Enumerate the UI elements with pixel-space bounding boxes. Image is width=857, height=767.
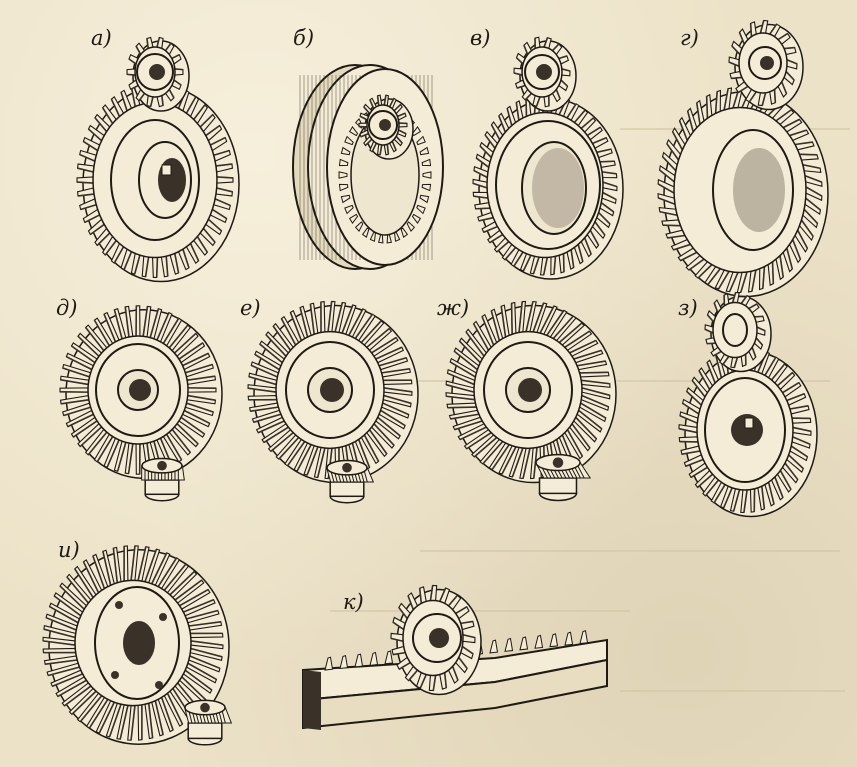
straight-bevel-gear-pair-illustration bbox=[50, 290, 230, 520]
rack-tooth bbox=[324, 656, 334, 671]
skew-bevel-pinion bbox=[326, 459, 375, 504]
label-d: д) bbox=[56, 296, 78, 320]
rack-tooth bbox=[534, 634, 544, 649]
gear-tooth bbox=[416, 204, 426, 215]
gear-tooth bbox=[344, 204, 354, 215]
gear-tooth bbox=[416, 135, 426, 146]
rack-tooth bbox=[339, 655, 349, 670]
helical-gear-pair-illustration bbox=[460, 20, 630, 280]
spiral-bevel-gear-pair-illustration bbox=[440, 290, 630, 520]
gear-tooth bbox=[348, 213, 359, 224]
bevel-pinion bbox=[141, 457, 185, 502]
rack-and-pinion-illustration bbox=[295, 584, 615, 740]
gear-tooth bbox=[338, 158, 349, 167]
faint-text-line bbox=[330, 610, 630, 612]
label-e: е) bbox=[240, 296, 261, 320]
gear-tooth bbox=[340, 194, 351, 204]
gear-tooth bbox=[344, 135, 354, 146]
herringbone-gear-pair-illustration bbox=[645, 15, 835, 298]
gear-tooth bbox=[421, 158, 432, 167]
skew-bevel-gear-pair-illustration bbox=[235, 290, 425, 520]
label-i: и) bbox=[58, 538, 80, 562]
rack-tooth bbox=[384, 650, 394, 665]
gear-tooth bbox=[422, 171, 432, 179]
hypoid-pinion bbox=[184, 699, 233, 746]
gear-tooth bbox=[400, 227, 409, 239]
gear-tooth bbox=[338, 183, 349, 192]
rack-tooth bbox=[549, 633, 559, 648]
label-k: к) bbox=[343, 590, 364, 614]
gear-tooth bbox=[354, 221, 364, 232]
rack-tooth bbox=[369, 651, 379, 666]
label-b: б) bbox=[293, 26, 315, 50]
label-zh: ж) bbox=[437, 296, 470, 320]
label-v: в) bbox=[470, 26, 491, 50]
label-z: з) bbox=[678, 296, 698, 320]
gear-tooth bbox=[340, 146, 351, 156]
faint-text-line bbox=[420, 550, 840, 552]
gear-tooth bbox=[411, 126, 422, 137]
gear-tooth bbox=[419, 146, 430, 156]
label-a: а) bbox=[91, 26, 112, 50]
gear-tooth bbox=[338, 171, 348, 179]
spiral-bevel-pinion bbox=[535, 453, 592, 502]
gear-tooth bbox=[411, 213, 422, 224]
crossed-helical-gear-pair-illustration bbox=[665, 290, 845, 520]
hypoid-gear-pair-illustration bbox=[42, 535, 245, 765]
internal-gear-illustration bbox=[275, 55, 465, 285]
gear-tooth bbox=[348, 126, 359, 137]
gear-tooth bbox=[419, 194, 430, 204]
rack-tooth bbox=[519, 636, 529, 651]
rack-tooth bbox=[579, 630, 589, 645]
faint-text-line bbox=[620, 690, 845, 692]
rack-teeth bbox=[324, 630, 589, 671]
rack-tooth bbox=[489, 639, 499, 654]
rack-tooth bbox=[564, 631, 574, 646]
gear-tooth bbox=[421, 183, 432, 192]
spur-gear-pair-illustration bbox=[60, 10, 250, 283]
label-g: г) bbox=[680, 26, 699, 50]
rack-tooth bbox=[504, 637, 514, 652]
gear-tooth bbox=[361, 227, 370, 239]
rack-tooth bbox=[354, 653, 364, 668]
gear-tooth bbox=[406, 221, 416, 232]
